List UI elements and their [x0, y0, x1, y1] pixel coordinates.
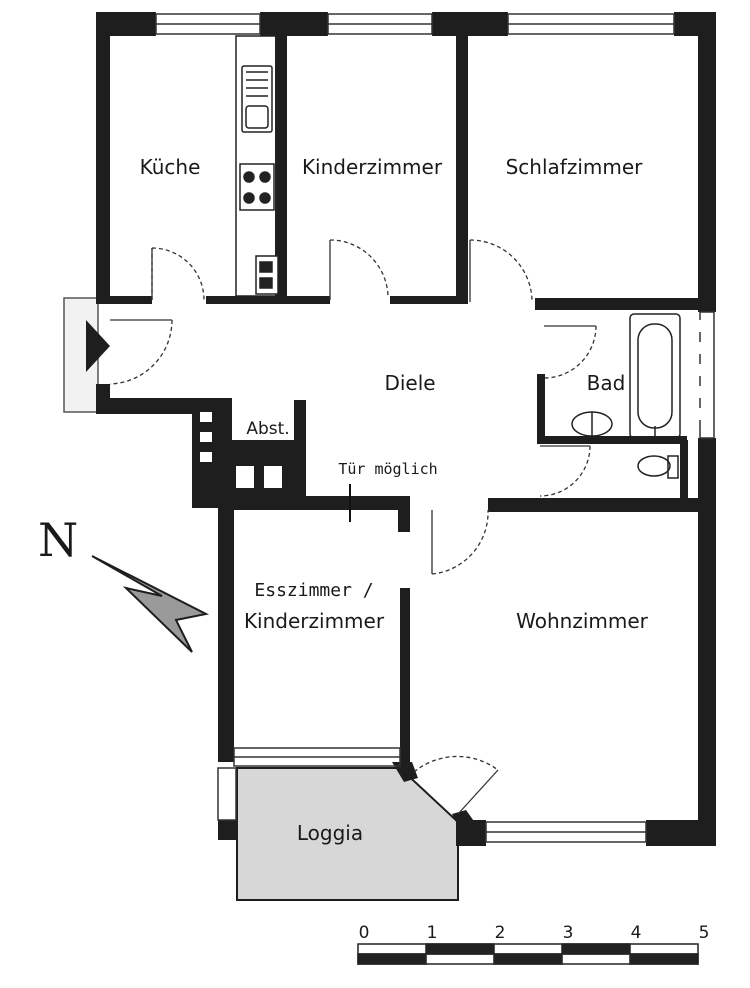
room-label-wohnzimmer: Wohnzimmer [516, 609, 649, 633]
wall-segment [96, 296, 152, 304]
wall-segment [218, 496, 234, 762]
wall-segment [218, 820, 238, 840]
wall-segment [646, 820, 716, 846]
scale-tick-labels: 0 1 2 3 4 5 [359, 923, 710, 943]
wall-segment [275, 24, 287, 302]
wall-segment [96, 12, 110, 300]
wall-segment [260, 12, 328, 36]
wall-segment [226, 440, 306, 454]
window [699, 311, 715, 439]
scale-bar [357, 943, 699, 965]
wall-segment [537, 436, 687, 444]
wall-segment [390, 296, 468, 304]
door-entrance [109, 319, 173, 385]
wall-segment [680, 440, 688, 500]
room-label-kueche: Küche [140, 155, 201, 179]
toilet-icon [637, 455, 671, 477]
wall-segment [456, 24, 468, 302]
scale-tick: 4 [631, 923, 642, 943]
door-wohnzimmer [431, 509, 489, 575]
scale-tick: 3 [563, 923, 574, 943]
scale-tick: 2 [495, 923, 506, 943]
wall-segment [535, 298, 705, 310]
door-bad [543, 325, 597, 379]
sink-icon [241, 65, 273, 133]
wall-segment [432, 12, 508, 36]
room-label-bad: Bad [587, 371, 626, 395]
room-label-abst: Abst. [246, 419, 289, 439]
kitchen-counter [235, 35, 279, 297]
wall-segment [206, 296, 330, 304]
stove-icon [239, 163, 275, 211]
door-kueche [151, 247, 205, 301]
window [217, 767, 237, 821]
note-tuer-moeglich: Tür möglich [338, 460, 437, 478]
north-arrow-icon [91, 555, 210, 653]
entrance-arrow-icon [86, 320, 110, 372]
walls [96, 12, 716, 846]
door-kinderzimmer [329, 239, 389, 299]
scale-tick: 0 [359, 923, 370, 943]
wall-segment [398, 496, 410, 532]
room-label-loggia: Loggia [297, 821, 363, 845]
room-label-kinderzimmer: Kinderzimmer [302, 155, 443, 179]
wall-segment [392, 762, 418, 782]
room-label-esszimmer: Esszimmer / [254, 580, 373, 601]
wall-segment [698, 438, 716, 846]
room-label-schlafzimmer: Schlafzimmer [506, 155, 644, 179]
wall-segment [456, 820, 486, 846]
bath-fixtures [571, 313, 681, 479]
scale-tick: 1 [427, 923, 438, 943]
bathtub-icon [629, 313, 681, 439]
shafts [200, 320, 702, 488]
wall-segment [400, 588, 410, 768]
door-schlafzimmer [469, 239, 533, 301]
scale-tick: 5 [699, 923, 710, 943]
wall-segment [488, 498, 708, 512]
room-label-esszimmer-kinderzimmer: Kinderzimmer [244, 609, 385, 633]
room-label-diele: Diele [384, 371, 435, 395]
loggia-area [236, 767, 459, 901]
north-label: N [38, 513, 78, 567]
wall-segment [698, 12, 716, 312]
wall-segment [537, 374, 545, 440]
wall-segment [218, 496, 410, 510]
door-loggia [413, 755, 499, 773]
doors [109, 239, 597, 815]
door-wc [539, 445, 591, 497]
